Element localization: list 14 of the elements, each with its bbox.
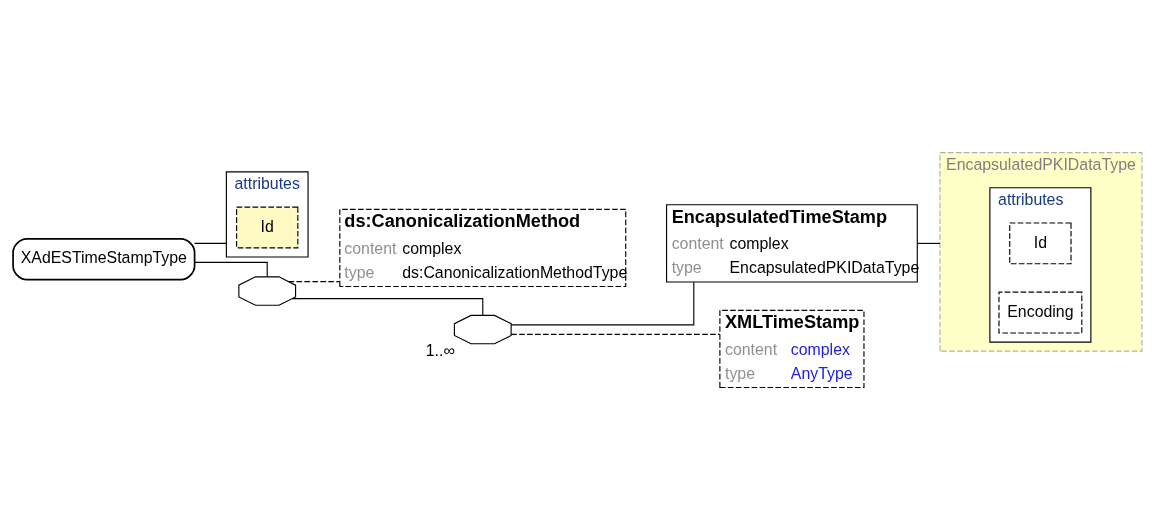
node-octagon — [238, 275, 297, 306]
node-box: Id — [236, 206, 299, 248]
connector — [194, 261, 268, 277]
connector — [288, 280, 341, 282]
node-label: 1..∞ — [425, 341, 455, 359]
node-box: Encoding — [998, 291, 1083, 334]
node-octagon — [453, 314, 512, 344]
connector — [917, 242, 941, 244]
node-box: Id — [1009, 221, 1072, 264]
connector — [194, 242, 227, 244]
connector — [291, 297, 484, 316]
connector — [510, 281, 695, 325]
node-box: XAdESTimeStampType — [12, 237, 196, 281]
connector — [510, 333, 721, 335]
